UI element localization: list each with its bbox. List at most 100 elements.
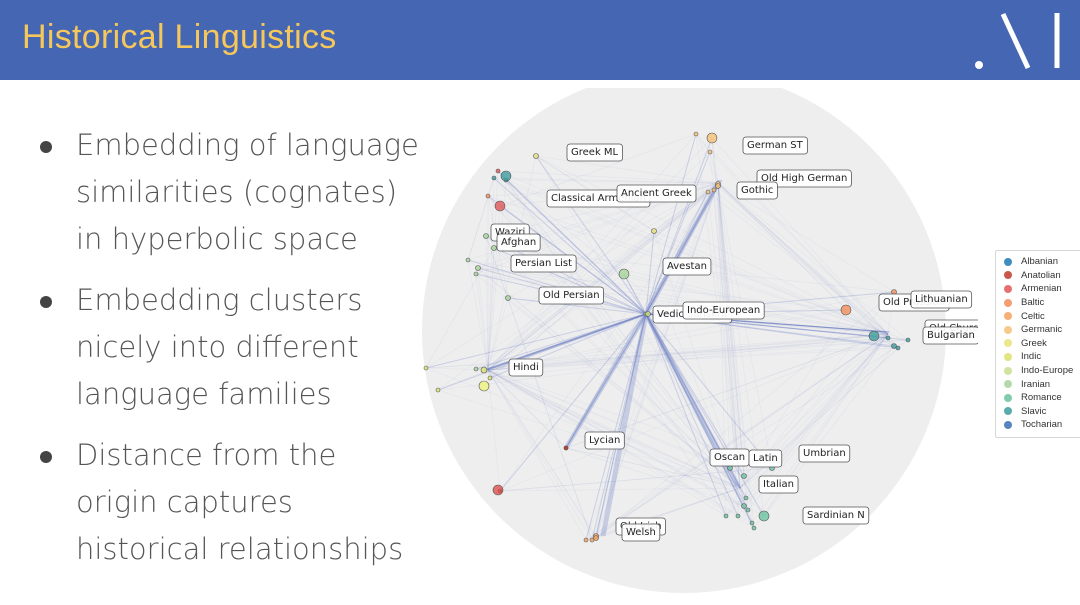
edge-line xyxy=(483,369,741,489)
language-label-text: Italian xyxy=(763,479,794,490)
language-label-text: Sardinian N xyxy=(807,510,865,521)
language-node xyxy=(840,304,852,316)
edge-line xyxy=(483,182,719,371)
legend-item: Indo-Europe xyxy=(996,364,1080,378)
language-label-text: Old High German xyxy=(761,173,847,184)
edge-line xyxy=(623,273,647,315)
edge-line xyxy=(591,313,647,541)
edge-line xyxy=(505,179,647,315)
edge-line xyxy=(475,313,647,370)
edge-line xyxy=(563,313,645,449)
edge-line xyxy=(585,339,909,541)
language-node xyxy=(483,233,489,239)
edge-line xyxy=(505,179,719,184)
edge-line xyxy=(717,182,731,469)
edge-line xyxy=(717,182,745,477)
edge-line xyxy=(771,333,889,469)
edge-line xyxy=(499,313,647,492)
edge-line xyxy=(487,369,567,449)
node-layer xyxy=(423,131,911,543)
edge-line xyxy=(695,133,711,153)
edge-line xyxy=(487,179,507,371)
edge-line xyxy=(487,291,895,371)
legend-label: Armenian xyxy=(1021,283,1062,295)
language-node xyxy=(485,193,491,199)
language-label-text: Afghan xyxy=(501,237,536,248)
edge-line xyxy=(595,291,895,539)
edge-line xyxy=(425,313,647,369)
legend-marker xyxy=(1004,352,1012,361)
edge-line xyxy=(499,133,697,207)
language-label-box xyxy=(616,184,697,203)
language-label: Bulgarian xyxy=(922,326,978,345)
edge-line xyxy=(623,273,755,529)
edge-line xyxy=(665,182,719,311)
legend-item: Germanic xyxy=(996,323,1080,337)
edge-line xyxy=(487,189,715,371)
language-node xyxy=(868,330,880,342)
legend-marker xyxy=(1004,257,1012,266)
bullet-list: Embedding of language similarities (cogn… xyxy=(36,122,426,587)
edge-line xyxy=(643,179,719,315)
language-node xyxy=(473,366,479,372)
bullet-item: Distance from the origin captures histor… xyxy=(36,432,426,573)
edge-line xyxy=(565,447,745,507)
legend-label: Indo-Europe xyxy=(1021,365,1074,377)
edge-line xyxy=(717,182,909,341)
language-node xyxy=(895,345,901,351)
edge-line xyxy=(565,313,647,449)
language-label-box xyxy=(566,143,623,162)
edge-line xyxy=(623,273,755,529)
language-label: Hindi xyxy=(508,358,544,377)
language-node xyxy=(491,245,497,251)
edge-line xyxy=(717,182,773,469)
language-node xyxy=(758,510,770,522)
edge-line xyxy=(739,467,773,489)
language-label: Gothic xyxy=(736,181,778,200)
language-label: Sardinian N xyxy=(802,506,870,525)
edge-line xyxy=(645,182,719,315)
edge-line xyxy=(483,333,889,371)
language-label-text: Persian List xyxy=(515,258,572,269)
legend-marker xyxy=(1004,339,1012,348)
edge-line xyxy=(485,235,593,541)
language-node xyxy=(533,153,539,159)
edge-line xyxy=(603,313,648,537)
language-label-box xyxy=(756,169,852,188)
language-label: Oscan xyxy=(709,448,750,467)
language-label-box xyxy=(682,301,765,320)
legend-item: Anatolian xyxy=(996,269,1080,283)
edge-line xyxy=(485,235,489,371)
edge-line xyxy=(497,170,647,315)
language-node xyxy=(465,257,471,263)
edge-line xyxy=(437,369,489,391)
legend-marker xyxy=(1004,325,1012,334)
language-label-box xyxy=(621,523,661,542)
language-label-text: Classical Armenian xyxy=(551,193,646,204)
edge-line xyxy=(565,182,719,449)
language-label: Lithuanian xyxy=(910,290,973,309)
language-label: Umbrian xyxy=(798,444,851,463)
edge-line xyxy=(645,137,713,315)
language-label-text: German ST xyxy=(747,140,804,151)
edge-line xyxy=(565,333,889,449)
language-node xyxy=(583,537,589,543)
legend-label: Germanic xyxy=(1021,324,1063,336)
edge-line xyxy=(487,369,745,477)
language-node xyxy=(645,311,651,317)
edge-line xyxy=(489,183,719,379)
edge-line xyxy=(499,333,889,492)
edge-line xyxy=(585,333,889,541)
edge-line xyxy=(717,183,889,335)
language-node xyxy=(494,200,506,212)
edge-line xyxy=(566,313,648,449)
edge-line xyxy=(475,333,889,370)
edge-line xyxy=(739,487,745,507)
poincare-disk xyxy=(422,88,946,593)
edge-line xyxy=(645,313,731,469)
edge-line xyxy=(737,487,741,517)
edge-line xyxy=(507,297,741,489)
language-label-text: Avestan xyxy=(667,261,707,272)
edge-line xyxy=(489,182,719,379)
